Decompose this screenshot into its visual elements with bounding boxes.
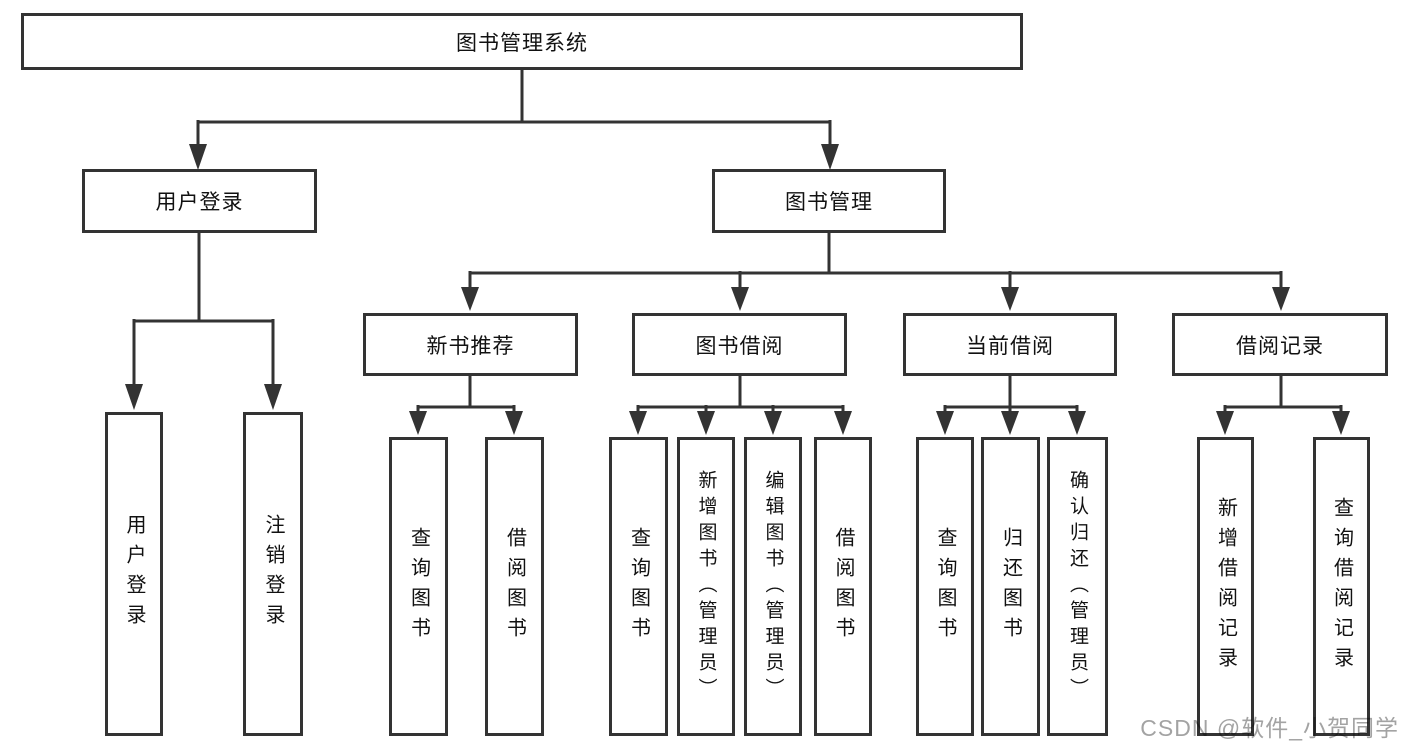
leaf-records-query-record: 查询借阅记录 [1313,437,1370,736]
leaf-borrow-edit-book-admin: 编辑图书（管理员） [744,437,802,736]
leaf-records-query-record-label: 查询借阅记录 [1330,496,1353,677]
node-new-book-recommend-label: 新书推荐 [426,334,515,358]
leaf-current-query-book-label: 查询图书 [934,526,956,647]
leaf-logout: 注销登录 [243,412,303,736]
leaf-borrow-query-book: 查询图书 [609,437,668,736]
leaf-user-login-label: 用户登录 [123,514,145,634]
leaf-borrow-borrow-book-label: 借阅图书 [832,526,854,647]
leaf-current-query-book: 查询图书 [916,437,974,736]
leaf-borrow-add-book-admin: 新增图书（管理员） [677,437,735,736]
node-borrow-records: 借阅记录 [1172,313,1388,376]
node-book-borrow: 图书借阅 [632,313,847,376]
leaf-records-add-record: 新增借阅记录 [1197,437,1254,736]
node-user-login-label: 用户登录 [155,191,244,214]
leaf-current-return-book-label: 归还图书 [999,526,1022,647]
leaf-logout-label: 注销登录 [262,514,284,634]
node-current-borrow-label: 当前借阅 [966,334,1054,358]
leaf-recommend-borrow-book: 借阅图书 [485,437,544,736]
leaf-borrow-borrow-book: 借阅图书 [814,437,872,736]
leaf-recommend-query-book-label: 查询图书 [407,526,430,647]
leaf-recommend-borrow-book-label: 借阅图书 [503,526,526,647]
node-new-book-recommend: 新书推荐 [363,313,578,376]
leaf-current-confirm-return-admin: 确认归还（管理员） [1047,437,1108,736]
node-root-label: 图书管理系统 [456,31,588,55]
node-borrow-records-label: 借阅记录 [1236,334,1324,358]
node-book-management-branch: 图书管理 [712,169,946,233]
node-current-borrow: 当前借阅 [903,313,1117,376]
node-user-login-branch: 用户登录 [82,169,317,233]
node-root-system: 图书管理系统 [21,13,1023,70]
node-book-management-label: 图书管理 [785,191,873,214]
leaf-current-return-book: 归还图书 [981,437,1040,736]
leaf-borrow-add-book-admin-label: 新增图书（管理员） [695,469,717,704]
leaf-borrow-query-book-label: 查询图书 [627,526,650,647]
leaf-records-add-record-label: 新增借阅记录 [1214,496,1237,677]
leaf-user-login: 用户登录 [105,412,163,736]
leaf-current-confirm-return-admin-label: 确认归还（管理员） [1067,469,1088,704]
node-book-borrow-label: 图书借阅 [695,334,784,358]
leaf-recommend-query-book: 查询图书 [389,437,448,736]
csdn-watermark: CSDN @软件_小贺同学 [1140,715,1399,741]
leaf-borrow-edit-book-admin-label: 编辑图书（管理员） [762,469,784,704]
arrowheads [125,144,1350,435]
